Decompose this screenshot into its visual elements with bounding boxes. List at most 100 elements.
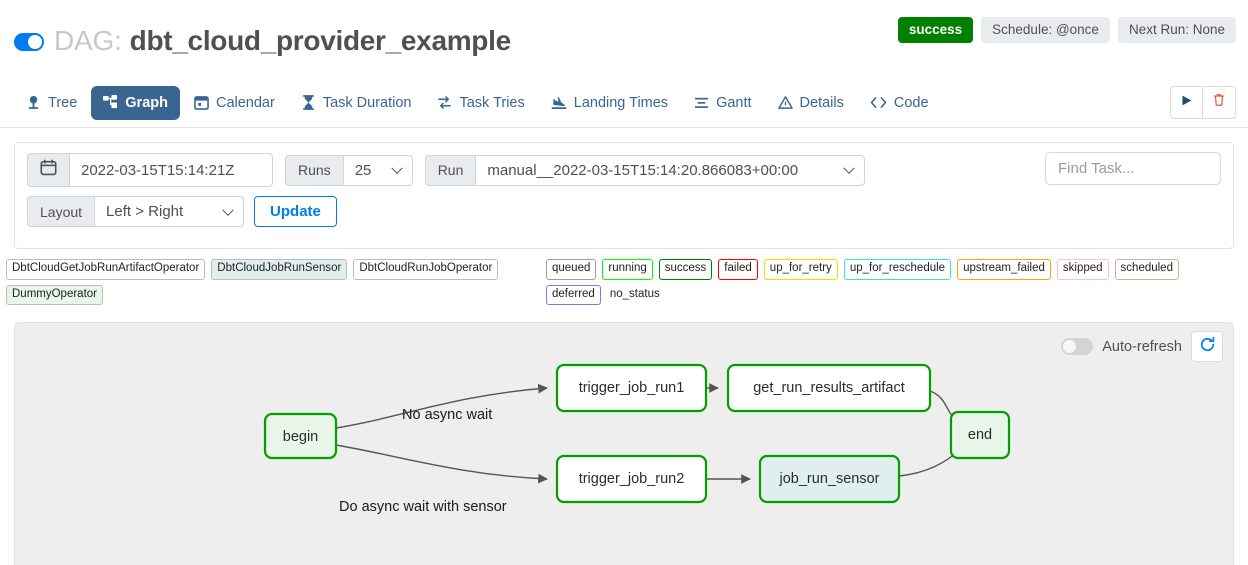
- tab-calendar[interactable]: Calendar: [182, 86, 287, 120]
- legend-state-queued[interactable]: queued: [546, 259, 597, 280]
- execution-date-group: 2022-03-15T15:14:21Z: [27, 153, 273, 187]
- controls-row-2: Layout Left > Right Update: [27, 196, 1221, 227]
- legend-state-success[interactable]: success: [658, 259, 713, 280]
- legend-state-up-for-retry[interactable]: up_for_retry: [763, 259, 838, 280]
- task-node-label: job_run_sensor: [779, 471, 880, 487]
- layout-select[interactable]: Left > Right: [94, 196, 245, 227]
- dag-graph-panel: Auto-refresh No async wait Do async wait…: [14, 322, 1234, 565]
- run-select[interactable]: manual__2022-03-15T15:14:20.866083+00:00: [475, 154, 866, 186]
- layout-group: Layout Left > Right: [27, 196, 245, 227]
- layout-label: Layout: [27, 196, 95, 227]
- run-group: Run manual__2022-03-15T15:14:20.866083+0…: [424, 154, 866, 186]
- trash-icon: [1212, 93, 1226, 112]
- header-badges: success Schedule: @once Next Run: None: [897, 17, 1236, 43]
- tab-details[interactable]: Details: [766, 86, 856, 120]
- delete-dag-button[interactable]: [1203, 86, 1236, 119]
- graph-nodes: begin trigger_job_run1 get_run_results_a…: [263, 363, 1011, 504]
- dag-header: DAG: dbt_cloud_provider_example success …: [0, 0, 1248, 78]
- operator-legend: DbtCloudGetJobRunArtifactOperator DbtClo…: [6, 259, 546, 310]
- tab-label: Landing Times: [573, 94, 669, 111]
- refresh-controls: Auto-refresh: [1061, 331, 1223, 362]
- dag-pause-toggle[interactable]: [14, 33, 44, 51]
- execution-date-input[interactable]: 2022-03-15T15:14:21Z: [69, 153, 273, 187]
- legend-state-deferred[interactable]: deferred: [546, 284, 601, 305]
- tab-label: Code: [893, 94, 929, 111]
- tab-label: Task Duration: [322, 94, 412, 111]
- calendar-icon: [194, 95, 209, 110]
- legend-state-running[interactable]: running: [602, 259, 653, 280]
- tab-label: Gantt: [716, 94, 752, 111]
- legend-operator-chip[interactable]: DbtCloudGetJobRunArtifactOperator: [6, 259, 206, 280]
- edge-label-no-async-wait: No async wait: [402, 407, 492, 423]
- retry-icon: [437, 95, 452, 110]
- controls-row-1: 2022-03-15T15:14:21Z Runs 25 Run manual_…: [27, 153, 1221, 187]
- edge-label-do-async-wait: Do async wait with sensor: [339, 499, 507, 515]
- trigger-dag-button[interactable]: [1170, 86, 1203, 119]
- code-icon: [870, 95, 887, 110]
- hourglass-icon: [301, 95, 316, 110]
- next-run-badge: Next Run: None: [1117, 17, 1236, 43]
- legend-state-failed[interactable]: failed: [718, 259, 758, 280]
- tab-label: Tree: [48, 94, 78, 111]
- tree-icon: [26, 95, 41, 110]
- edge-begin-to-trigger1: [335, 383, 548, 429]
- runs-group: Runs 25: [285, 154, 413, 186]
- schedule-badge[interactable]: Schedule: @once: [981, 17, 1110, 43]
- view-tabbar: Tree Graph Calendar Task Duration Task T…: [0, 78, 1248, 128]
- calendar-picker-button[interactable]: [27, 153, 69, 187]
- refresh-button[interactable]: [1191, 331, 1223, 362]
- update-button[interactable]: Update: [254, 196, 337, 227]
- tab-graph[interactable]: Graph: [91, 85, 180, 120]
- run-controls-bar: 2022-03-15T15:14:21Z Runs 25 Run manual_…: [14, 142, 1234, 249]
- edge-begin-to-trigger2: [335, 444, 548, 484]
- task-node-label: get_run_results_artifact: [753, 380, 905, 396]
- legend-state-skipped[interactable]: skipped: [1056, 259, 1109, 280]
- task-node-label: trigger_job_run2: [579, 471, 685, 487]
- legend-state-no-status: no_status: [609, 287, 660, 300]
- task-node-trigger-job-run2[interactable]: trigger_job_run2: [555, 454, 708, 504]
- dag-actions: [1170, 86, 1236, 119]
- task-node-trigger-job-run1[interactable]: trigger_job_run1: [555, 363, 708, 413]
- legend-state-up-for-reschedule[interactable]: up_for_reschedule: [843, 259, 952, 280]
- legend-operator-chip[interactable]: DbtCloudJobRunSensor: [211, 259, 348, 280]
- find-task-input[interactable]: [1045, 152, 1221, 185]
- calendar-icon: [40, 159, 57, 181]
- task-node-end[interactable]: end: [949, 410, 1011, 460]
- runs-label: Runs: [285, 154, 343, 186]
- tab-landing-times[interactable]: Landing Times: [539, 86, 680, 120]
- run-label: Run: [424, 154, 476, 186]
- refresh-icon: [1199, 336, 1216, 358]
- tab-task-tries[interactable]: Task Tries: [425, 86, 536, 120]
- graph-icon: [103, 95, 118, 110]
- task-node-get-run-results-artifact[interactable]: get_run_results_artifact: [726, 363, 932, 413]
- tab-task-duration[interactable]: Task Duration: [289, 86, 424, 120]
- gantt-icon: [694, 95, 709, 110]
- legend-state-upstream-failed[interactable]: upstream_failed: [957, 259, 1051, 280]
- page-title: dbt_cloud_provider_example: [129, 25, 512, 56]
- play-icon: [1180, 94, 1193, 112]
- task-node-label: end: [968, 427, 992, 443]
- graph-edge-labels: No async wait Do async wait with sensor: [339, 407, 507, 515]
- dag-prefix-label: DAG:: [54, 25, 122, 56]
- task-node-job-run-sensor[interactable]: job_run_sensor: [758, 454, 901, 504]
- task-node-label: begin: [283, 429, 318, 445]
- legend-state-scheduled[interactable]: scheduled: [1114, 259, 1179, 280]
- triangle-info-icon: [777, 95, 793, 110]
- tab-label: Task Tries: [459, 94, 525, 111]
- auto-refresh-label: Auto-refresh: [1102, 338, 1182, 355]
- legend: DbtCloudGetJobRunArtifactOperator DbtClo…: [0, 249, 1248, 318]
- landing-icon: [551, 95, 567, 110]
- dag-graph-canvas[interactable]: No async wait Do async wait with sensor …: [15, 323, 1233, 565]
- task-node-begin[interactable]: begin: [263, 412, 338, 460]
- legend-operator-chip[interactable]: DummyOperator: [6, 284, 103, 305]
- tab-gantt[interactable]: Gantt: [682, 86, 763, 120]
- tab-code[interactable]: Code: [858, 86, 941, 120]
- tab-label: Details: [799, 94, 844, 111]
- tab-tree[interactable]: Tree: [14, 86, 89, 120]
- auto-refresh-toggle[interactable]: [1061, 338, 1094, 355]
- runs-select[interactable]: 25: [342, 154, 413, 186]
- tab-label: Graph: [125, 94, 168, 111]
- state-legend: queued running success failed up_for_ret…: [546, 259, 1242, 310]
- legend-operator-chip[interactable]: DbtCloudRunJobOperator: [353, 259, 499, 280]
- task-node-label: trigger_job_run1: [579, 380, 685, 396]
